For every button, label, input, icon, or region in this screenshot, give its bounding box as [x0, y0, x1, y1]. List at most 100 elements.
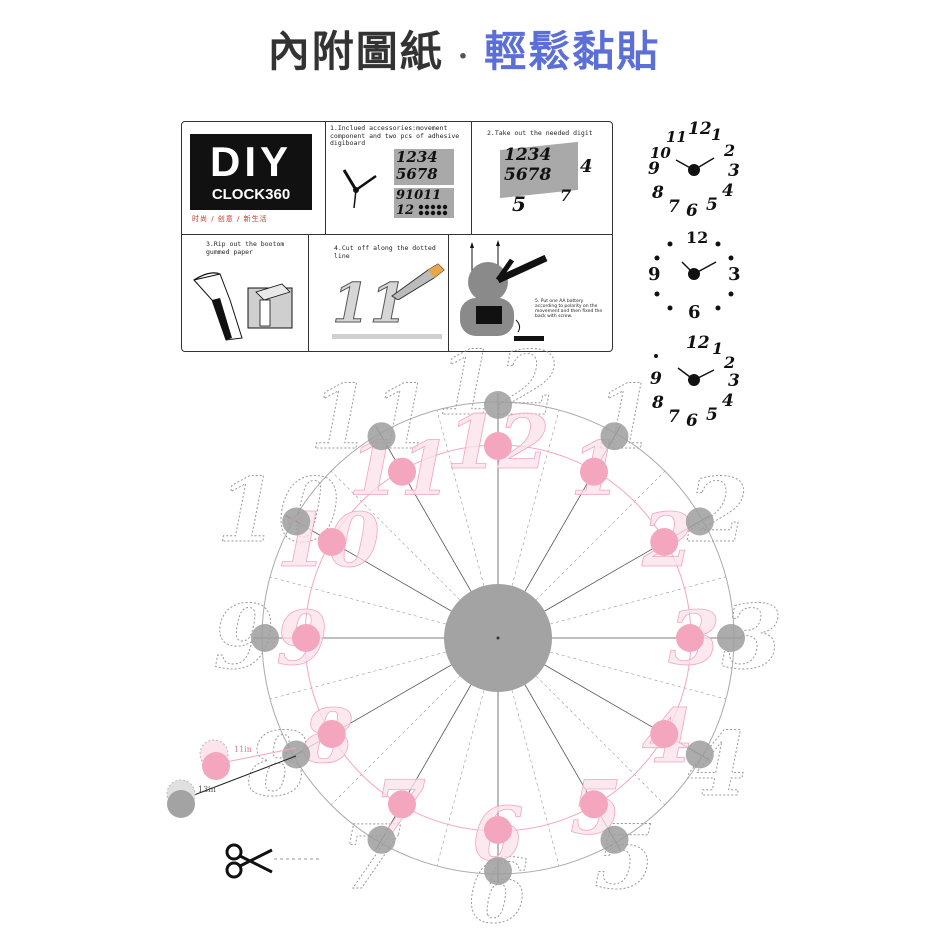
preview-a-11: 11 [666, 128, 687, 146]
preview-a-1: 1 [711, 125, 722, 144]
preview-b-6: 6 [688, 302, 701, 323]
step5-caption: 5. Put one AA battery according to polar… [535, 299, 603, 319]
outer-mount-dot [367, 422, 396, 451]
preview-a-2: 2 [723, 141, 735, 160]
inner-mount-dot [650, 720, 679, 748]
preview-a-6: 6 [686, 201, 698, 221]
preview-a-5: 5 [706, 195, 718, 215]
divider [325, 122, 326, 234]
outer-mount-dot [484, 857, 512, 885]
size-line-13in [180, 755, 297, 801]
preview-b-12: 12 [686, 228, 708, 247]
digiboard-row: 91011 [396, 188, 442, 203]
preview-b-9: 9 [648, 264, 661, 285]
divider [471, 122, 472, 234]
outer-number: 11 [310, 365, 432, 469]
diy-logo: DIY CLOCK360 [190, 134, 312, 210]
outer-number: 7 [340, 805, 401, 909]
inner-mount-dot [484, 432, 512, 460]
logo-clock360: CLOCK360 [211, 186, 291, 203]
loose-digit: 5 [512, 192, 526, 216]
outer-mount-dot [600, 422, 629, 451]
inner-mount-dot [317, 720, 346, 748]
inner-mount-dot [317, 528, 346, 556]
size-line-11in [215, 747, 297, 765]
preview-c-7: 7 [668, 407, 680, 427]
center-point [496, 636, 500, 640]
preview-c-2: 2 [723, 353, 735, 372]
outer-mount-dot [685, 507, 714, 536]
preview-a-3: 3 [728, 161, 740, 181]
preview-c-5: 5 [706, 405, 718, 425]
inner-mount-dot [388, 457, 416, 486]
title-left: 內附圖紙 [267, 27, 444, 76]
inner-mount-dot [484, 816, 512, 844]
outer-mount-dot [367, 825, 396, 854]
scissors-icon [225, 843, 273, 879]
loose-digit: 4 [580, 156, 593, 177]
peel-backing-illustration [193, 272, 293, 341]
clock-hands-icon [342, 169, 377, 209]
legend-dot-13in [167, 790, 195, 818]
outer-number: 5 [594, 805, 655, 909]
outer-mount-dot [717, 624, 745, 652]
cutter-icon [391, 263, 445, 300]
cut-digits: 11 [331, 271, 408, 335]
outer-mount-dot [600, 825, 629, 854]
page-title: 內附圖紙 · 輕鬆黏貼 [0, 18, 928, 79]
label-11in: 11in [234, 745, 252, 754]
inner-mount-dot [676, 624, 704, 652]
inner-mount-dot [388, 790, 416, 819]
inner-mount-dot [650, 528, 679, 556]
preview-a-12: 12 [688, 119, 712, 139]
title-right: 輕鬆黏貼 [484, 27, 661, 76]
preview-c-12: 12 [686, 333, 710, 353]
digiboard-row: 1234 [396, 148, 438, 166]
step4-caption: 4.Cut off along the dotted line [334, 244, 436, 260]
preview-c-9: 9 [650, 369, 662, 389]
legend-dot-11in [202, 752, 230, 780]
inner-mount-dot [580, 457, 608, 486]
preview-c-8: 8 [651, 393, 664, 413]
label-13in: 13in [198, 785, 216, 794]
movement-illustration [460, 240, 548, 341]
preview-a-8: 8 [651, 183, 664, 203]
loose-digit: 7 [560, 186, 572, 205]
divider [308, 234, 309, 351]
inner-number: 4 [642, 694, 694, 780]
preview-a-7: 7 [668, 197, 680, 217]
preview-a-9: 9 [648, 159, 660, 179]
inner-mount-dot [580, 790, 608, 819]
step1-caption: 1.Inclued accessories:movement component… [330, 124, 460, 147]
outer-mount-dot [251, 624, 279, 652]
preview-c-6: 6 [686, 411, 698, 431]
logo-diy: DIY [209, 138, 292, 185]
step3-caption: 3.Rip out the bootom gummed paper [206, 240, 285, 256]
dots-icon [418, 204, 448, 216]
outer-mount-dot [282, 507, 311, 536]
peel-row: 5678 [504, 165, 552, 185]
outer-number: 1 [594, 365, 655, 469]
digiboard-row: 12 [396, 203, 415, 218]
digiboard-1 [394, 149, 454, 185]
divider [182, 234, 612, 235]
inner-mount-dot [292, 624, 320, 652]
cut-base [332, 334, 442, 339]
outer-mount-dot [685, 740, 714, 769]
logo-slogan: 时尚 / 创意 / 新生活 [192, 215, 268, 223]
preview-c-1: 1 [712, 339, 723, 358]
outer-mount-dot [484, 391, 512, 419]
title-separator: · [457, 39, 471, 74]
peel-row: 1234 [504, 145, 552, 165]
preview-c-4: 4 [722, 391, 734, 411]
divider [448, 234, 449, 351]
preview-b-3: 3 [728, 264, 741, 285]
step2-caption: 2.Take out the needed digit [487, 129, 593, 137]
preview-c-3: 3 [728, 371, 740, 391]
digiboard-row: 5678 [396, 165, 438, 183]
instruction-panel: DIY CLOCK360 时尚 / 创意 / 新生活 1.Inclued acc… [181, 121, 613, 352]
preview-clocks: 12 1 2 3 4 5 6 7 8 9 10 11 12 3 6 9 12 1… [648, 119, 741, 431]
preview-a-4: 4 [722, 181, 734, 201]
preview-a-10: 10 [650, 144, 671, 162]
